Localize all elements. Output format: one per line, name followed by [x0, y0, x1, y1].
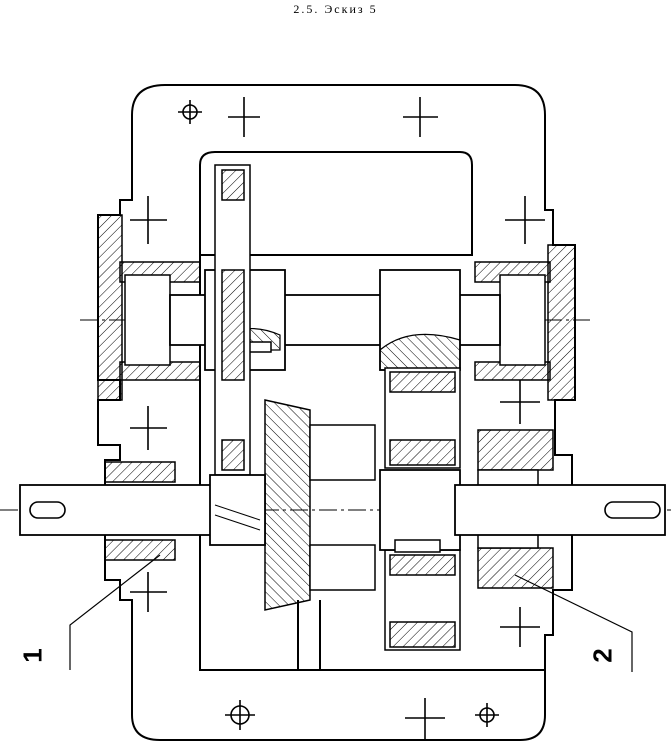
callout-label-1: 1	[17, 648, 48, 663]
inner-cavity	[199, 151, 473, 256]
housing-outline	[97, 84, 576, 741]
bolt-marks	[130, 97, 545, 740]
dowel-marks	[178, 100, 499, 730]
sketch-caption: 2.5. Эскиз 5	[293, 2, 378, 16]
callout-label-2: 2	[587, 648, 618, 663]
